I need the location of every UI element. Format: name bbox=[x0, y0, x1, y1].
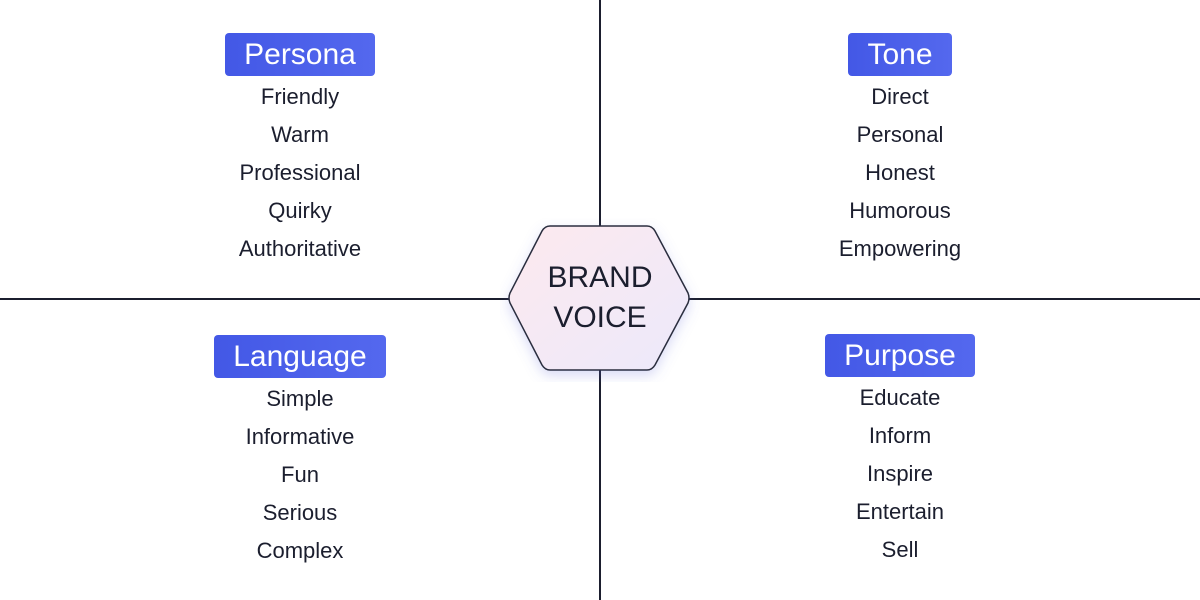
center-hexagon bbox=[508, 225, 690, 371]
list-item: Inform bbox=[868, 423, 932, 448]
list-item: Personal bbox=[856, 122, 944, 147]
list-item: Empowering bbox=[838, 236, 962, 261]
list-item: Quirky bbox=[268, 198, 332, 223]
list-item: Warm bbox=[271, 122, 329, 147]
list-item: Serious bbox=[262, 500, 338, 525]
list-item: Fun bbox=[281, 462, 319, 487]
quadrant-purpose: Purpose Educate Inform Inspire Entertain… bbox=[700, 334, 1100, 569]
quadrant-persona: Persona Friendly Warm Professional Quirk… bbox=[100, 33, 500, 268]
list-item: Educate bbox=[859, 385, 941, 410]
list-item: Complex bbox=[256, 538, 344, 563]
list-item: Simple bbox=[266, 386, 334, 411]
list-item: Authoritative bbox=[238, 236, 362, 261]
brand-voice-label: BRAND VOICE bbox=[500, 258, 700, 338]
quadrant-language: Language Simple Informative Fun Serious … bbox=[100, 335, 500, 570]
list-item: Inspire bbox=[866, 461, 934, 486]
list-item: Humorous bbox=[849, 198, 951, 223]
list-item: Professional bbox=[239, 160, 361, 185]
quadrant-title: Language bbox=[214, 335, 386, 378]
list-item: Friendly bbox=[260, 84, 340, 109]
quadrant-title: Purpose bbox=[825, 334, 975, 377]
list-item: Direct bbox=[871, 84, 929, 109]
list-item: Informative bbox=[245, 424, 355, 449]
quadrant-title: Tone bbox=[848, 33, 952, 76]
quadrant-title: Persona bbox=[225, 33, 375, 76]
list-item: Entertain bbox=[855, 499, 945, 524]
list-item: Sell bbox=[881, 537, 919, 562]
center-label-line2: VOICE bbox=[553, 301, 647, 334]
center-label-line1: BRAND bbox=[547, 261, 653, 294]
quadrant-tone: Tone Direct Personal Honest Humorous Emp… bbox=[700, 33, 1100, 268]
list-item: Honest bbox=[865, 160, 935, 185]
